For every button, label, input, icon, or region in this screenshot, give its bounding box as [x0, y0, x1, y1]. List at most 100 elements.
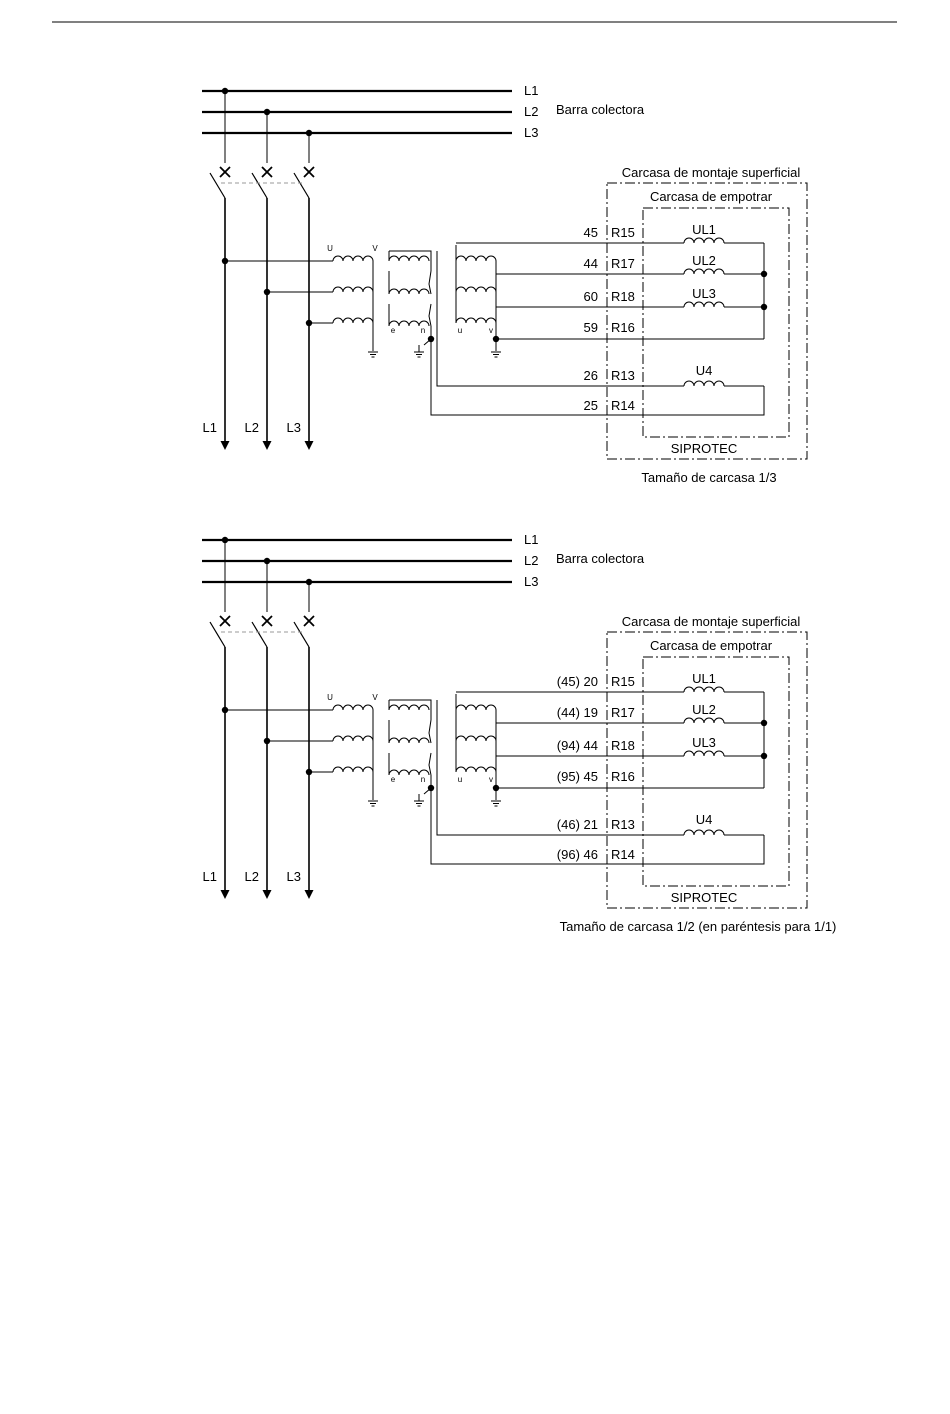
busbar-label-l3: L3	[524, 574, 538, 589]
outgoing-label-l2: L2	[245, 420, 259, 435]
terminal-pin: 25	[584, 398, 598, 413]
input-coil	[683, 268, 725, 275]
vt-primary-winding	[332, 704, 374, 711]
junction-dot	[263, 108, 271, 116]
cross-stroke	[303, 166, 315, 178]
ground-icon	[368, 800, 378, 807]
terminal-ref: R14	[611, 398, 635, 413]
input-coil	[683, 750, 725, 757]
open-delta-link	[428, 270, 432, 295]
arrow-icon	[220, 441, 230, 450]
terminal-pin: 45	[584, 225, 598, 240]
input-coil	[683, 686, 725, 693]
vt-terminal-v: v	[489, 326, 493, 335]
outgoing-label-l1: L1	[203, 869, 217, 884]
vt-primary-winding	[332, 255, 374, 262]
outgoing-label-l2: L2	[245, 869, 259, 884]
outgoing-label-l3: L3	[287, 420, 301, 435]
device-label: SIPROTEC	[671, 441, 737, 456]
terminal-pin: (44) 19	[557, 705, 598, 720]
vt-terminal-n: n	[421, 775, 425, 784]
cross-stroke	[303, 615, 315, 627]
breaker-contact	[293, 621, 310, 648]
breaker-cross-icon	[261, 615, 273, 627]
junction-dot	[221, 536, 229, 544]
outgoing-label-l1: L1	[203, 420, 217, 435]
input-u4-return	[684, 835, 765, 865]
input-label-ul1: UL1	[692, 222, 716, 237]
input-coil	[683, 237, 725, 244]
wire-u4-a	[436, 251, 600, 387]
junction-dot	[760, 752, 768, 760]
housing-surface-box	[606, 182, 808, 460]
terminal-pin: (45) 20	[557, 674, 598, 689]
caption-housing-size: Tamaño de carcasa 1/3	[641, 470, 776, 485]
open-delta-link	[428, 752, 432, 776]
open-delta-link	[428, 719, 432, 744]
vt-secondary-winding	[455, 735, 497, 742]
vt-terminal-u: u	[458, 775, 462, 784]
vt-terminal-V: V	[372, 693, 378, 702]
vt-terminal-v: v	[489, 775, 493, 784]
housing-surface-label: Carcasa de montaje superficial	[622, 614, 801, 629]
vt-terminal-u: u	[458, 326, 462, 335]
vt-primary-winding	[332, 286, 374, 293]
cross-stroke	[261, 615, 273, 627]
input-label-ul3: UL3	[692, 735, 716, 750]
open-delta-winding	[388, 737, 430, 744]
terminal-pin: 44	[584, 256, 598, 271]
open-delta-winding	[388, 704, 430, 711]
breaker-cross-icon	[261, 166, 273, 178]
busbar-title: Barra colectora	[556, 102, 645, 117]
ground-icon	[414, 800, 424, 807]
busbar-title: Barra colectora	[556, 551, 645, 566]
breaker-cross-icon	[219, 615, 231, 627]
vt-terminal-n: n	[421, 326, 425, 335]
open-delta-link	[428, 303, 432, 327]
input-label-ul2: UL2	[692, 702, 716, 717]
vt-terminal-V: V	[372, 244, 378, 253]
terminal-ref: R16	[611, 769, 635, 784]
terminal-ref: R18	[611, 738, 635, 753]
cross-stroke	[219, 166, 231, 178]
vt-secondary-winding	[455, 766, 497, 773]
terminal-pin: (95) 45	[557, 769, 598, 784]
vt-primary-winding	[332, 317, 374, 324]
cross-stroke	[219, 615, 231, 627]
breaker-contact	[209, 621, 226, 648]
outgoing-label-l3: L3	[287, 869, 301, 884]
input-u4-return	[684, 386, 765, 416]
busbar-label-l3: L3	[524, 125, 538, 140]
junction-dot	[760, 270, 768, 278]
input-coil	[683, 301, 725, 308]
breaker-contact	[251, 621, 268, 648]
busbar-label-l2: L2	[524, 104, 538, 119]
wire-u4-b	[430, 339, 600, 416]
open-delta-winding	[388, 288, 430, 295]
terminal-ref: R14	[611, 847, 635, 862]
input-label-u4: U4	[696, 812, 713, 827]
terminal-pin: 60	[584, 289, 598, 304]
busbar-label-l2: L2	[524, 553, 538, 568]
breaker-cross-icon	[219, 166, 231, 178]
terminal-ref: R13	[611, 368, 635, 383]
terminal-pin: (46) 21	[557, 817, 598, 832]
arrow-icon	[220, 890, 230, 899]
terminal-ref: R15	[611, 674, 635, 689]
vt-secondary-winding	[455, 255, 497, 262]
arrow-icon	[262, 890, 272, 899]
terminal-ref: R17	[611, 256, 635, 271]
busbar-label-l1: L1	[524, 83, 538, 98]
housing-surface-box	[606, 631, 808, 909]
housing-flush-box	[642, 207, 790, 438]
vt-terminal-e: e	[391, 326, 396, 335]
open-delta-winding	[388, 320, 430, 327]
vt-terminal-U: U	[327, 244, 333, 253]
input-label-ul1: UL1	[692, 671, 716, 686]
junction-dot	[305, 129, 313, 137]
input-label-u4: U4	[696, 363, 713, 378]
caption-housing-size: Tamaño de carcasa 1/2 (en paréntesis par…	[560, 919, 837, 934]
junction-dot	[305, 578, 313, 586]
